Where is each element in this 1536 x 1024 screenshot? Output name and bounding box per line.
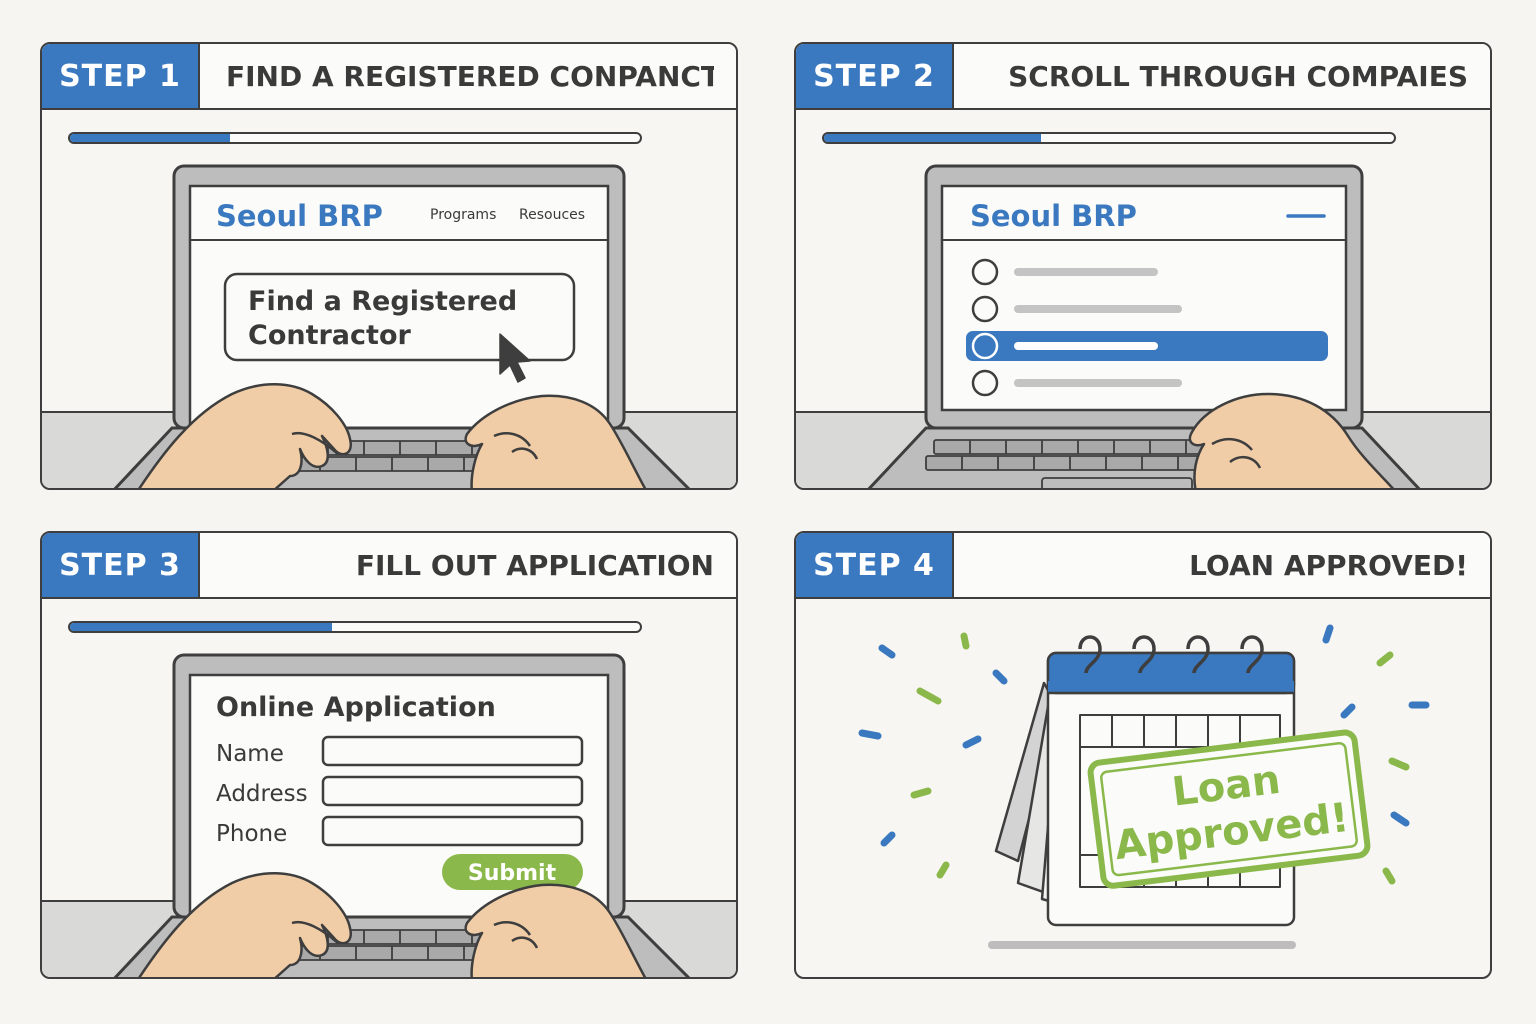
right-hand [464, 883, 647, 977]
step-3-badge: STEP 3 [42, 533, 200, 597]
site-brand: Seoul BRP [970, 199, 1137, 233]
company-list-item[interactable] [971, 295, 1182, 323]
step-2-panel: Seoul BRP STEP 2 SCROLL THROUGH COMPAIES [794, 42, 1492, 490]
radio-button[interactable] [971, 332, 999, 360]
phone-field[interactable] [321, 815, 584, 847]
label-address: Address [216, 781, 308, 807]
right-hand [1188, 392, 1395, 488]
radio-button[interactable] [971, 258, 999, 286]
step-3-panel: Online Application Name Address Phone Su… [40, 531, 738, 979]
confetti [858, 624, 1430, 885]
label-name: Name [216, 741, 284, 767]
radio-button[interactable] [971, 369, 999, 397]
step-2-badge: STEP 2 [796, 44, 954, 108]
step-3-illustration: Online Application Name Address Phone Su… [42, 653, 736, 977]
step-2-illustration: Seoul BRP [796, 164, 1490, 488]
step-3-title: FILL OUT APPLICATION [355, 548, 714, 582]
step-2-header: STEP 2 SCROLL THROUGH COMPAIES [796, 44, 1490, 110]
step-4-title: LOAN APPROVED! [1189, 548, 1468, 582]
submit-button[interactable] [442, 854, 583, 890]
find-contractor-line-1: Find a Registered [248, 286, 517, 317]
company-list-item[interactable] [971, 258, 1158, 286]
step-1-title: FIND A REGISTERED CONPANCTOR [226, 59, 714, 93]
step-1-progress-fill [70, 134, 230, 142]
step-3-header: STEP 3 FILL OUT APPLICATION [42, 533, 736, 599]
step-1-panel: Seoul BRP Programs Resouces Find a Regis… [40, 42, 738, 490]
address-field[interactable] [321, 775, 584, 807]
nav-programs[interactable]: Programs [430, 207, 496, 223]
company-list-item[interactable] [966, 331, 1328, 361]
left-hand [138, 383, 353, 488]
radio-button[interactable] [971, 295, 999, 323]
laptop-screen [940, 184, 1348, 412]
site-brand: Seoul BRP [216, 199, 383, 233]
left-hand [138, 872, 353, 977]
label-phone: Phone [216, 821, 287, 847]
step-3-progress-fill [70, 623, 333, 631]
step-1-badge: STEP 1 [42, 44, 200, 108]
find-contractor-button[interactable] [223, 272, 576, 362]
nav-resources[interactable]: Resouces [519, 207, 585, 223]
company-list[interactable] [966, 258, 1328, 397]
find-contractor-line-2: Contractor [248, 320, 411, 351]
step-4-panel: Loan Approved! STEP 4 LOAN APPROVED! [794, 531, 1492, 979]
step-4-header: STEP 4 LOAN APPROVED! [796, 533, 1490, 599]
step-4-badge: STEP 4 [796, 533, 954, 597]
form-heading: Online Application [216, 692, 496, 723]
keyboard [925, 439, 1261, 488]
approved-stamp: Loan Approved! [1087, 729, 1371, 889]
name-field[interactable] [321, 735, 584, 767]
right-hand [464, 394, 647, 488]
company-list-item[interactable] [971, 369, 1182, 397]
step-2-progress [822, 132, 1396, 144]
step-4-illustration: Loan Approved! [858, 624, 1430, 949]
step-1-illustration: Seoul BRP Programs Resouces Find a Regis… [42, 164, 736, 488]
step-3-progress [68, 621, 642, 633]
step-1-header: STEP 1 FIND A REGISTERED CONPANCTOR [42, 44, 736, 110]
step-1-progress [68, 132, 642, 144]
step-2-progress-fill [824, 134, 1041, 142]
mouse-cursor-icon [499, 333, 531, 383]
submit-label: Submit [468, 861, 557, 886]
step-2-title: SCROLL THROUGH COMPAIES [1008, 59, 1468, 93]
